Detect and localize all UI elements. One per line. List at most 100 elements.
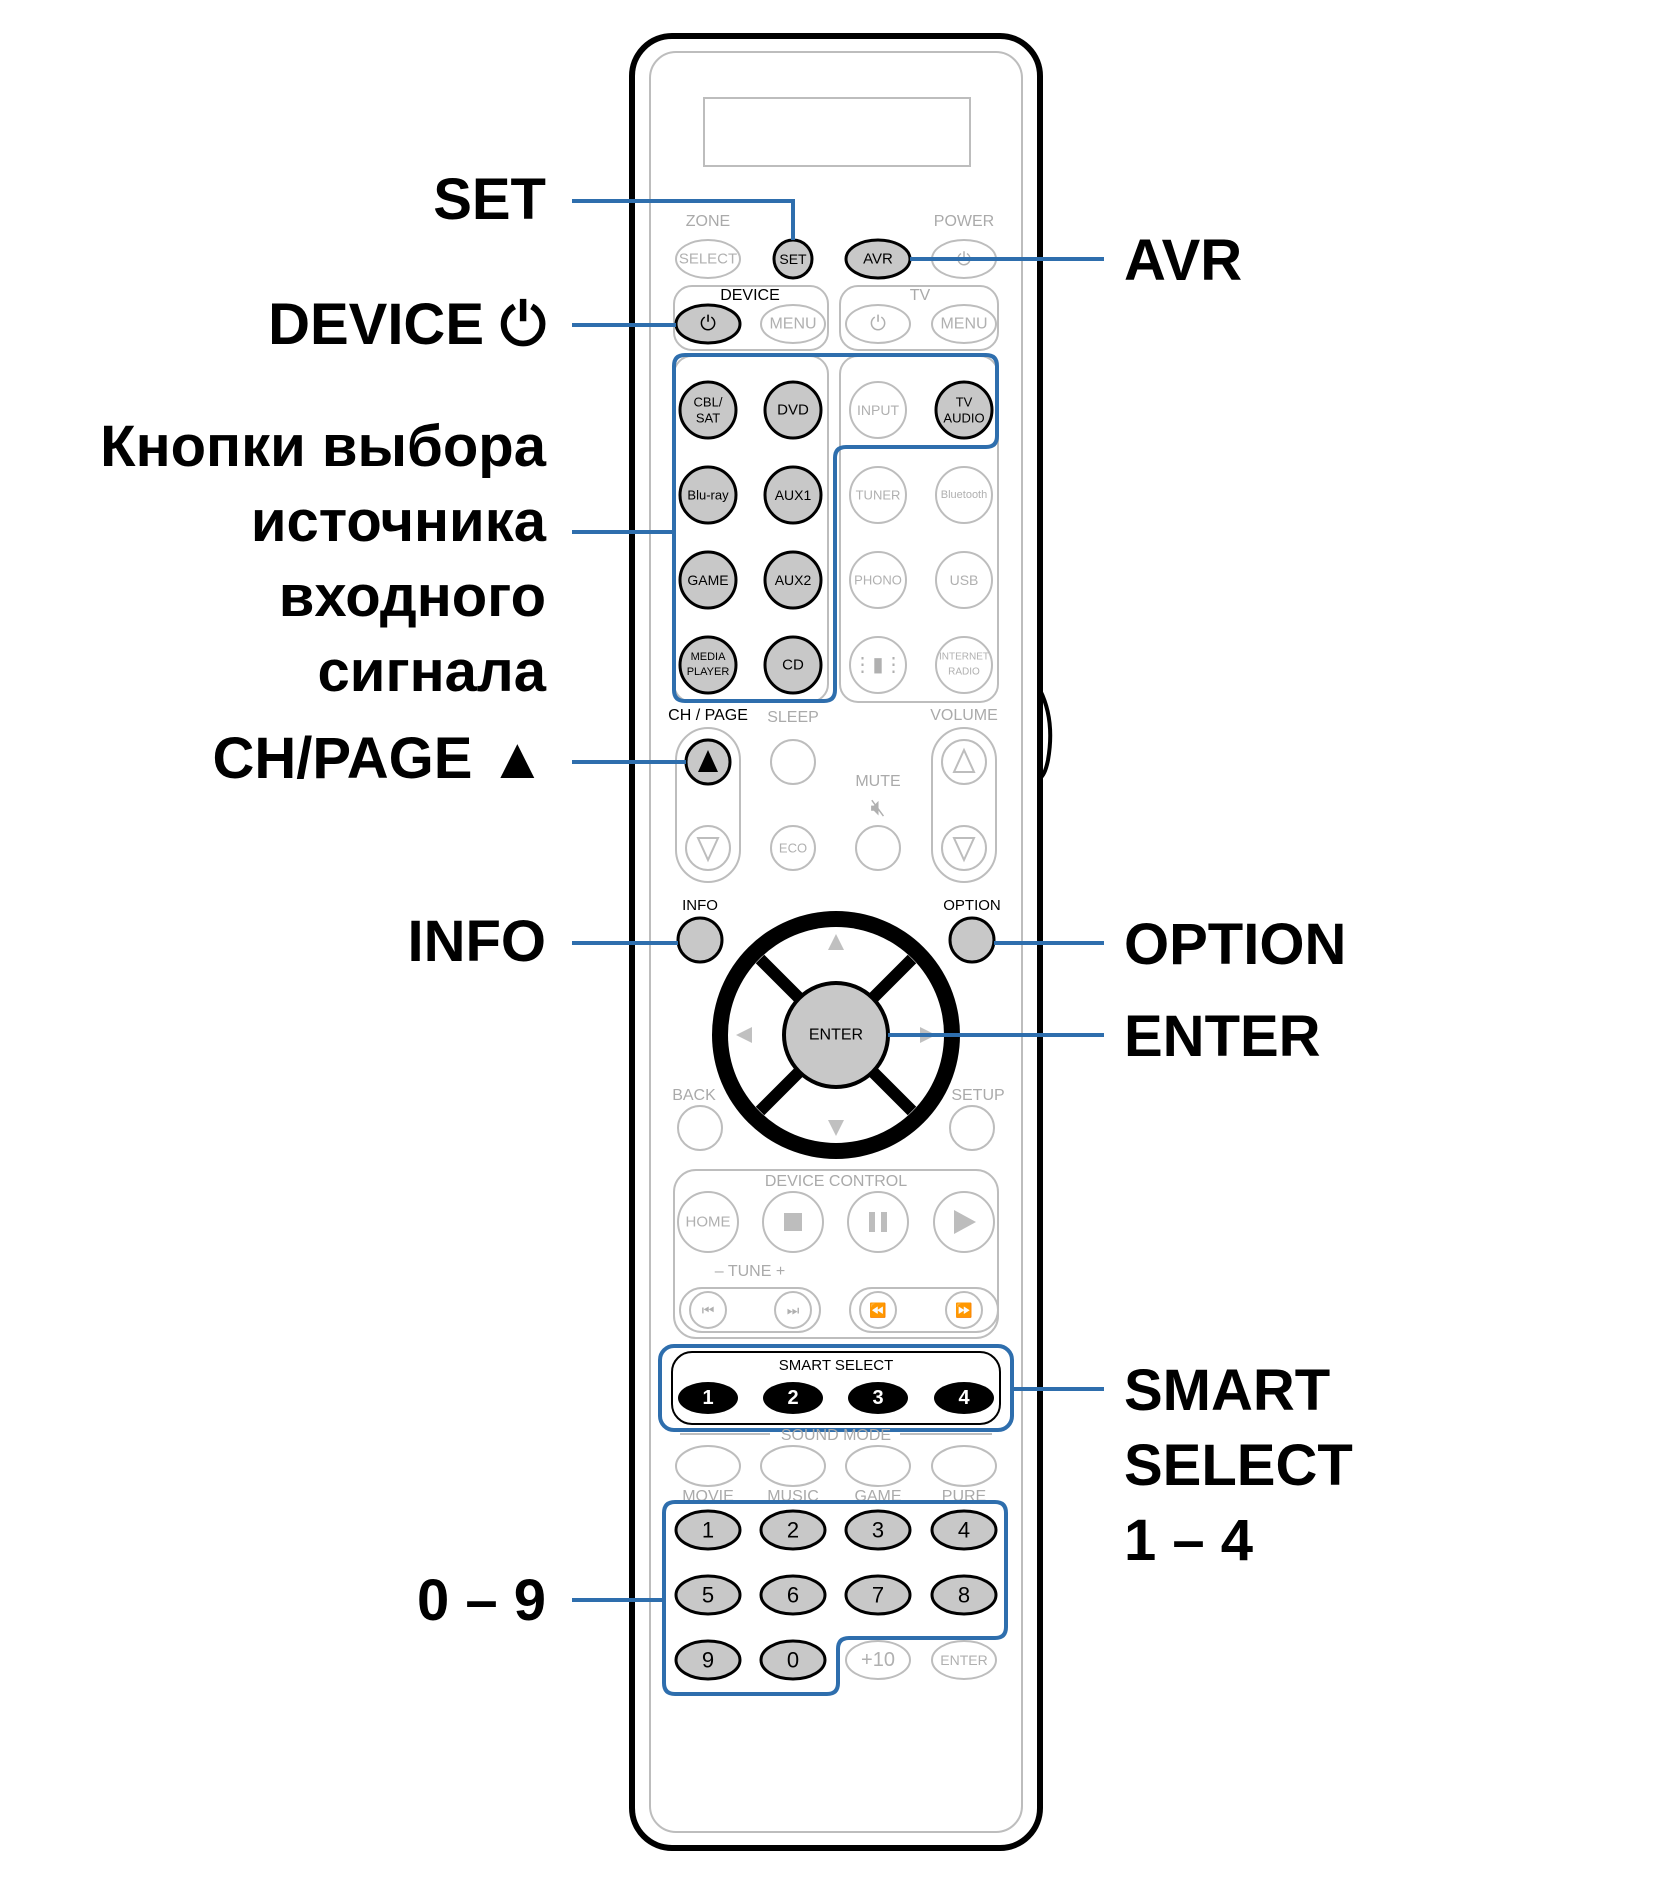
enter-button-label: ENTER: [809, 1027, 863, 1044]
volume-down-button[interactable]: [941, 825, 987, 871]
svg-text:7: 7: [872, 1583, 884, 1608]
avr-button[interactable]: AVR: [844, 238, 912, 280]
power-label: POWER: [934, 213, 994, 230]
dpad-down-icon: [828, 1120, 844, 1136]
svg-text:SET: SET: [779, 251, 807, 267]
tv-power-button[interactable]: ⏻: [845, 304, 911, 344]
stop-button[interactable]: [762, 1191, 824, 1253]
aux2-button[interactable]: AUX2: [763, 550, 823, 610]
num-enter-button[interactable]: ENTER: [931, 1640, 997, 1680]
triangle-down-icon: [952, 837, 976, 863]
tuner-button[interactable]: TUNER: [849, 466, 907, 524]
tv-menu-button[interactable]: MENU: [931, 304, 997, 344]
num-3-button[interactable]: 3: [844, 1509, 912, 1551]
svg-text:4: 4: [958, 1518, 970, 1543]
option-button[interactable]: [948, 916, 996, 964]
num-9-button[interactable]: 9: [674, 1639, 742, 1681]
svg-text:PLAYER: PLAYER: [687, 666, 730, 678]
svg-text:ENTER: ENTER: [940, 1652, 987, 1668]
dpad[interactable]: ENTER: [712, 911, 960, 1159]
smart-select-4-button[interactable]: 4: [934, 1382, 994, 1414]
setup-button[interactable]: [949, 1105, 995, 1151]
info-button[interactable]: [676, 916, 724, 964]
dvd-button[interactable]: DVD: [763, 380, 823, 440]
smart-select-2-button[interactable]: 2: [763, 1382, 823, 1414]
sound-mode-label: SOUND MODE: [781, 1427, 891, 1444]
bluray-button[interactable]: Blu-ray: [678, 465, 738, 525]
eco-button[interactable]: ECO: [770, 825, 816, 871]
volume-up-button[interactable]: [941, 739, 987, 785]
svg-text:ECO: ECO: [779, 841, 807, 856]
sound-mode-game-button[interactable]: [845, 1445, 911, 1487]
num-5-button[interactable]: 5: [674, 1574, 742, 1616]
input-button[interactable]: INPUT: [849, 381, 907, 439]
zone-select-button[interactable]: SELECT: [675, 239, 741, 279]
stop-icon: [784, 1213, 802, 1231]
num-6-button[interactable]: 6: [759, 1574, 827, 1616]
fast-forward-button[interactable]: ⏩: [945, 1291, 983, 1329]
tv-power-icon: ⏻: [870, 313, 886, 335]
mute-button[interactable]: [855, 825, 901, 871]
internet-radio-button[interactable]: INTERNET RADIO: [935, 636, 993, 694]
num-7-button[interactable]: 7: [844, 1574, 912, 1616]
num-0-button[interactable]: 0: [759, 1639, 827, 1681]
play-icon: [954, 1210, 976, 1234]
back-button[interactable]: [677, 1105, 723, 1151]
tune-plus-button[interactable]: ⏭: [774, 1291, 812, 1329]
smart-select-1-button[interactable]: 1: [678, 1382, 738, 1414]
tv-label: TV: [910, 287, 931, 304]
ch-page-up-button[interactable]: [684, 738, 732, 786]
svg-text:TV: TV: [956, 395, 973, 410]
smart-select-3-button[interactable]: 3: [848, 1382, 908, 1414]
svg-text:AUX2: AUX2: [775, 572, 812, 588]
svg-text:4: 4: [958, 1387, 970, 1409]
dpad-up-icon: [828, 934, 844, 950]
phono-button[interactable]: PHONO: [849, 551, 907, 609]
device-menu-button[interactable]: MENU: [760, 304, 826, 344]
aux1-button[interactable]: AUX1: [763, 465, 823, 525]
svg-text:6: 6: [787, 1583, 799, 1608]
volume-label: VOLUME: [930, 707, 998, 724]
numbers-callout: 0 – 9: [417, 1568, 546, 1633]
tv-audio-button[interactable]: TV AUDIO: [934, 380, 994, 440]
num-2-button[interactable]: 2: [759, 1509, 827, 1551]
set-button[interactable]: SET: [772, 238, 814, 280]
sound-mode-music-button[interactable]: [760, 1445, 826, 1487]
smart-select-callout-line2: SELECT: [1124, 1433, 1353, 1498]
cd-button[interactable]: CD: [763, 635, 823, 695]
avr-callout: AVR: [1124, 228, 1242, 293]
fast-forward-icon: ⏩: [955, 1302, 972, 1319]
svg-text:Blu-ray: Blu-ray: [687, 488, 729, 503]
enter-callout: ENTER: [1124, 1004, 1321, 1069]
num-4-button[interactable]: 4: [930, 1509, 998, 1551]
game-button[interactable]: GAME: [678, 550, 738, 610]
source-buttons-highlight: [672, 353, 999, 703]
device-power-button[interactable]: ⏻: [674, 303, 742, 345]
usb-button[interactable]: USB: [935, 551, 993, 609]
plus10-button[interactable]: +10: [845, 1640, 911, 1680]
svg-text:PHONO: PHONO: [854, 573, 902, 588]
ch-page-down-button[interactable]: [685, 825, 731, 871]
input-source-callout-line1: Кнопки выбора: [100, 414, 547, 479]
home-button[interactable]: HOME: [677, 1191, 739, 1253]
media-player-button[interactable]: MEDIA PLAYER: [678, 635, 738, 695]
mute-icon: 🔇︎: [870, 795, 885, 822]
option-callout: OPTION: [1124, 912, 1346, 977]
heos-button[interactable]: ⋮▮⋮: [849, 636, 907, 694]
num-1-button[interactable]: 1: [674, 1509, 742, 1551]
rewind-button[interactable]: ⏪: [859, 1291, 897, 1329]
input-source-callout-line4: сигнала: [318, 639, 547, 704]
sound-mode-movie-button[interactable]: [675, 1445, 741, 1487]
sleep-button[interactable]: [770, 739, 816, 785]
svg-text:2: 2: [787, 1387, 798, 1409]
bluetooth-button[interactable]: Bluetooth: [935, 466, 993, 524]
tune-minus-button[interactable]: ⏮: [689, 1291, 727, 1329]
cbl-sat-button[interactable]: CBL/ SAT: [678, 380, 738, 440]
sound-mode-pure-button[interactable]: [931, 1445, 997, 1487]
play-button[interactable]: [933, 1191, 995, 1253]
svg-text:Bluetooth: Bluetooth: [941, 489, 987, 501]
pause-button[interactable]: [847, 1191, 909, 1253]
num-8-button[interactable]: 8: [930, 1574, 998, 1616]
svg-text:AUDIO: AUDIO: [943, 411, 984, 426]
